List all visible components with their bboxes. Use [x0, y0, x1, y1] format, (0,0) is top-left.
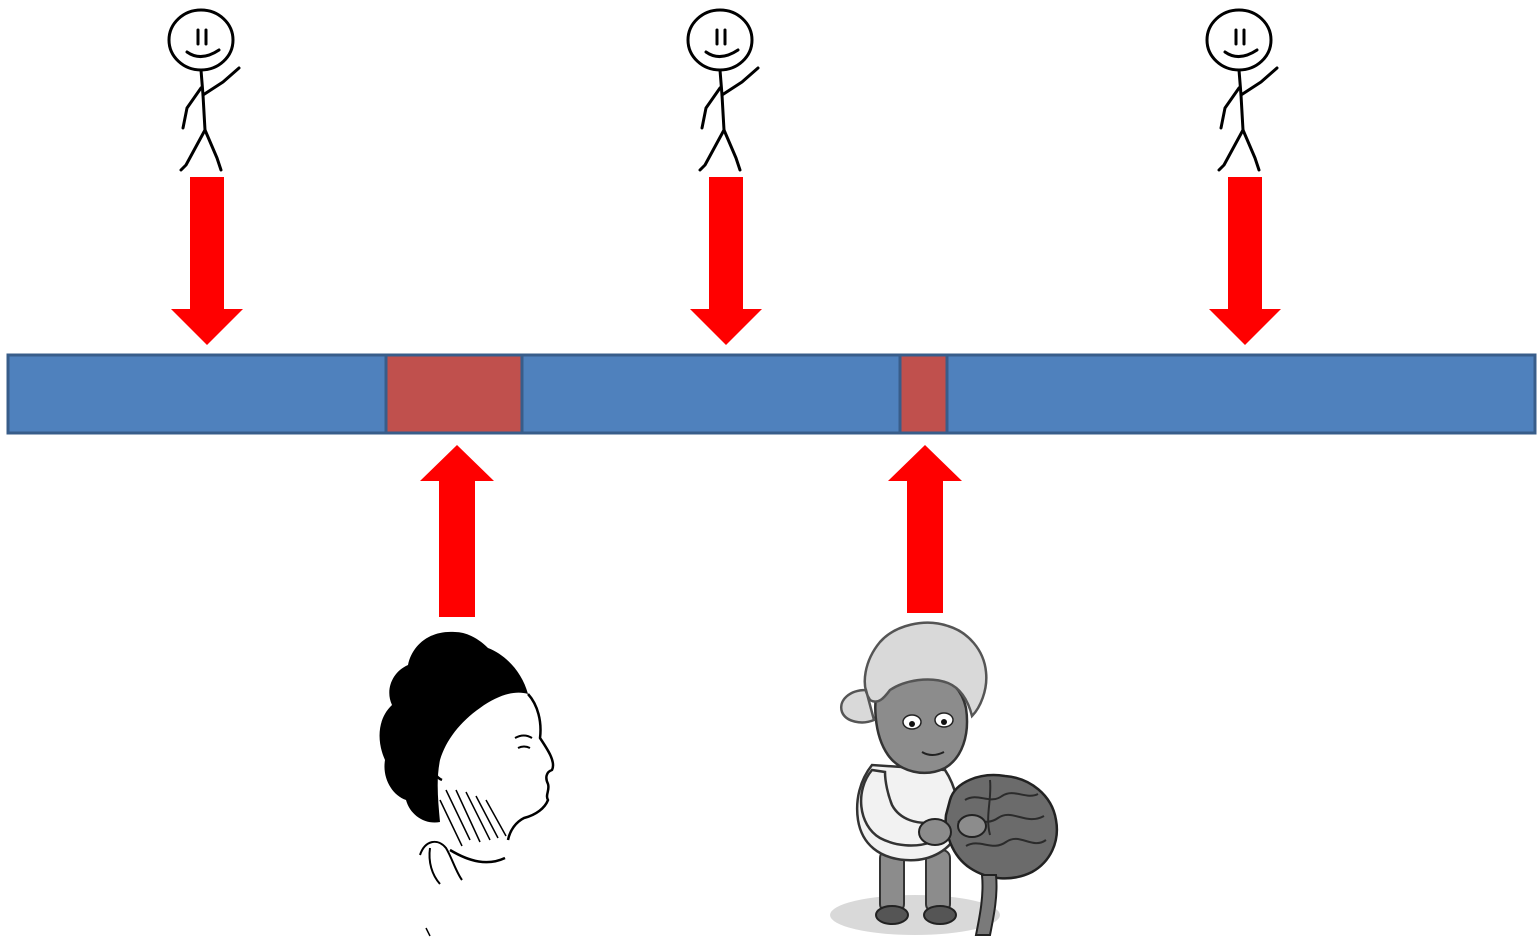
arrow-up-icon: [888, 445, 962, 613]
timeline-bar: [6, 353, 1537, 435]
stick-figure-icon: [686, 8, 760, 172]
stick-figure-icon: [1205, 8, 1279, 172]
woman-portrait-sketch-icon: [379, 631, 555, 937]
bar-segment-red: [898, 353, 949, 435]
arrow-down-icon: [1209, 177, 1281, 345]
bar-segment-blue: [520, 353, 902, 435]
arrow-down-icon: [171, 177, 243, 345]
arrow-up-icon: [420, 445, 494, 617]
stick-figure-icon: [167, 8, 241, 172]
woman-holding-brain-icon: [830, 621, 1059, 936]
bar-segment-blue: [6, 353, 388, 435]
bar-segment-blue: [945, 353, 1537, 435]
arrow-down-icon: [690, 177, 762, 345]
bar-segment-red: [384, 353, 524, 435]
